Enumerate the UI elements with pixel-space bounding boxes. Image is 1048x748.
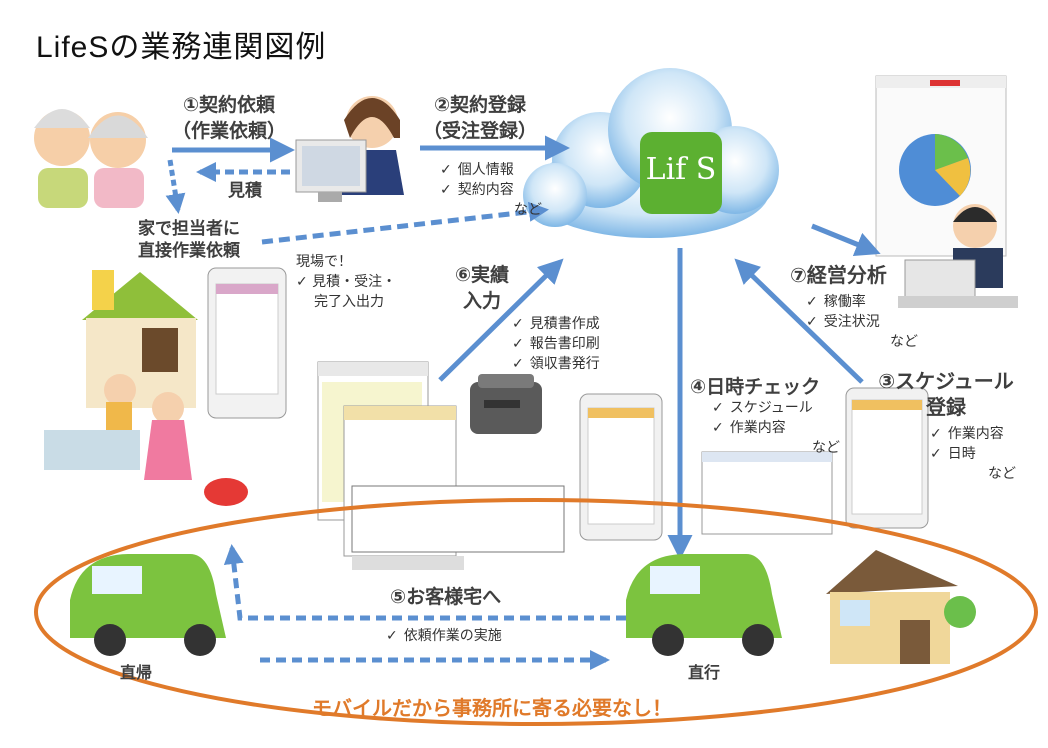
tablet-illustration-right	[845, 387, 929, 529]
house-illustration	[44, 270, 248, 506]
step3-label: ③スケジュール 登録	[878, 369, 1014, 419]
step7-label: ⑦経営分析	[790, 263, 887, 287]
car-left-illustration	[70, 554, 226, 656]
step4-label: ④日時チェック	[690, 376, 821, 398]
elderly-couple-illustration	[34, 109, 148, 208]
tablet-illustration-left	[207, 267, 287, 419]
go-direct-label: 直行	[688, 663, 721, 682]
lifes-logo: Lif S	[645, 152, 717, 187]
arrow-management-analysis	[811, 223, 881, 257]
quote-label: 見積	[228, 181, 262, 201]
report-documents-illustration	[317, 361, 565, 570]
operator-illustration	[295, 96, 404, 202]
direct-request-label: 家で担当者に 直接作業依頼	[138, 219, 240, 261]
step7-notes: ✓稼働率 ✓受注状況 など	[806, 294, 918, 350]
onsite-note: 現場で！ ✓ 見積・受注・ 完了入出力	[296, 254, 397, 310]
return-direct-label: 直帰	[120, 663, 153, 682]
schedule-screen-illustration	[701, 451, 833, 535]
mobile-banner: モバイルだから事務所に寄る必要なし！	[312, 696, 672, 720]
arrow-to-direct-request	[165, 159, 186, 214]
step6-notes: ✓見積書作成 ✓報告書印刷 ✓領収書発行	[512, 316, 600, 372]
step6-label: ⑥実績 入力	[454, 264, 510, 312]
arrow-schedule-registration	[734, 258, 864, 384]
car-right-illustration	[626, 554, 782, 656]
arrow-direct-request	[261, 201, 549, 245]
page-title: LifeSの業務連関図例	[36, 31, 327, 64]
step5-note: ✓依頼作業の実施	[386, 628, 502, 644]
step1-label: ①契約依頼 （作業依頼）	[171, 94, 286, 142]
step3-notes: ✓作業内容 ✓日時 など	[930, 426, 1016, 482]
customer-house-illustration	[826, 550, 976, 664]
step5-label: ⑤お客様宅へ	[390, 586, 502, 608]
step4-notes: ✓スケジュール ✓作業内容 など	[712, 400, 840, 456]
step2-label: ②契約登録 （受注登録）	[422, 94, 537, 142]
arrow-result-input	[438, 258, 564, 382]
manager-illustration	[875, 75, 1018, 308]
tablet-illustration-center	[579, 393, 663, 541]
printer-illustration	[470, 374, 542, 434]
step2-notes: ✓個人情報 ✓契約内容 など	[440, 162, 542, 218]
arrow-return-home	[223, 544, 626, 621]
mobile-zone-ellipse	[34, 498, 1038, 726]
cloud-icon	[523, 68, 779, 238]
